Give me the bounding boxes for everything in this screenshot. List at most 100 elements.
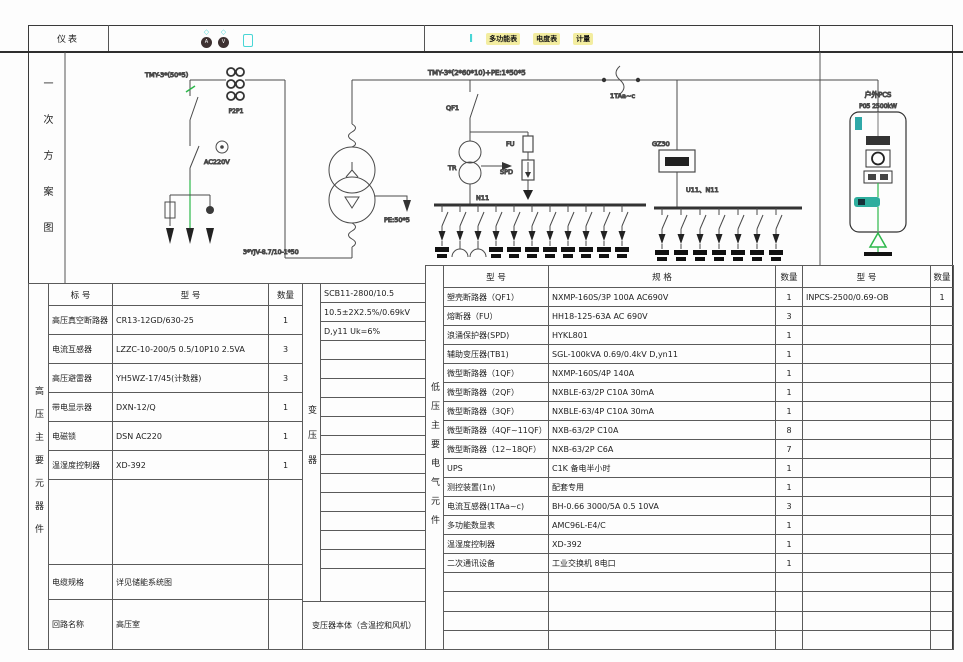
qty-cell: 7 xyxy=(775,439,803,459)
component-name-cell: 高压避雷器 xyxy=(48,363,113,393)
empty-cell xyxy=(802,496,931,516)
empty-cell xyxy=(443,591,549,612)
arrow-right xyxy=(502,162,512,170)
scheme-title-text: 一次方案图 xyxy=(41,77,52,258)
delta-mark xyxy=(344,196,360,209)
qty-cell: 3 xyxy=(775,496,803,516)
model-cell: LZZC-10-200/5 0.5/10P10 2.5VA xyxy=(112,334,269,364)
pcs-module-2 xyxy=(865,149,891,168)
empty-cell xyxy=(930,553,954,573)
lv-ct-label: 1TAa~c xyxy=(610,92,635,100)
component-name-cell: 浪涌保护器(SPD) xyxy=(443,325,549,345)
empty-cell xyxy=(930,363,954,383)
meter-row-label: 仪表 xyxy=(28,25,109,52)
empty-cell xyxy=(320,359,426,379)
empty-cell xyxy=(320,378,426,398)
empty-cell xyxy=(930,610,954,631)
wye-mark xyxy=(345,162,359,178)
empty-cell xyxy=(930,382,954,402)
component-name-cell: 微型断路器（1QF） xyxy=(443,363,549,383)
qty-cell: 1 xyxy=(775,382,803,402)
empty-cell xyxy=(320,454,426,474)
empty-row xyxy=(303,416,426,436)
tx-circuit-name: 变压器本体（含温控和风机） xyxy=(302,601,426,650)
tx-model-cell: SCB11-2800/10.5 xyxy=(320,283,426,303)
empty-cell xyxy=(802,553,931,573)
table-row: 变压器 SCB11-2800/10.5 xyxy=(302,283,426,602)
ground-arrow xyxy=(523,190,533,200)
qty-cell: 1 xyxy=(775,515,803,535)
empty-cell xyxy=(320,397,426,417)
transformer-table: 变压器 SCB11-2800/10.5 10.5±2X2.5%/0.69kV D… xyxy=(302,283,426,650)
component-name-cell: 电磁锁 xyxy=(48,421,113,451)
component-name-cell: 电流互感器(1TAa~c) xyxy=(443,496,549,516)
lv-busbar-label: TMY-3*(2*60*10)+PE:1*50*5 xyxy=(427,69,526,77)
empty-cell xyxy=(802,401,931,421)
component-name-cell: 微型断路器（4QF~11QF） xyxy=(443,420,549,440)
empty-cell xyxy=(820,25,953,52)
spec-cell: NXBLE-63/2P C10A 30mA xyxy=(548,382,776,402)
lock-voltage-label: AC220V xyxy=(204,158,230,166)
empty-cell xyxy=(930,591,954,612)
meter-frame-icon xyxy=(243,34,253,47)
qty-cell: 3 xyxy=(775,306,803,326)
table-row: D,y11 Uk=6% xyxy=(303,321,426,341)
empty-row xyxy=(303,473,426,493)
bus1-feeders xyxy=(434,204,630,259)
interlock-mark xyxy=(185,85,196,93)
hv-circuit: TMY-3*(50*5) P2P1 AC220V xyxy=(144,67,352,259)
tr-symbol xyxy=(458,140,482,164)
empty-cell xyxy=(320,511,426,531)
one-line-diagram: TMY-3*(50*5) P2P1 AC220V xyxy=(64,52,907,283)
empty-cell xyxy=(48,479,113,565)
pcs-arrow xyxy=(868,231,888,248)
table-header-row: 高压主要元器件 标 号 型 号 数量 xyxy=(28,283,303,650)
empty-row xyxy=(426,629,954,651)
empty-cell xyxy=(930,458,954,478)
empty-row xyxy=(303,549,426,569)
col-header: 数量 xyxy=(268,283,303,306)
empty-cell xyxy=(548,610,776,631)
empty-cell xyxy=(112,479,269,565)
hv-busbar-label: TMY-3*(50*5) xyxy=(144,71,188,79)
meter-tag: 电度表 xyxy=(533,32,561,45)
fu-label: FU xyxy=(506,140,515,148)
qty-cell: 1 xyxy=(775,287,803,307)
empty-cell xyxy=(802,420,931,440)
meter-tag: 计量 xyxy=(573,32,594,45)
empty-cell xyxy=(802,439,931,459)
empty-cell xyxy=(320,549,426,569)
tx-side-label: 变压器 xyxy=(302,283,321,602)
circuit-name-value: 高压室 xyxy=(112,599,269,650)
col-header: 标 号 xyxy=(48,283,113,306)
empty-cell xyxy=(930,344,954,364)
spec-cell: NXB-63/2P C6A xyxy=(548,439,776,459)
empty-cell xyxy=(320,530,426,550)
meter-icon-1: ◇A xyxy=(201,29,212,48)
spec-cell: XD-392 xyxy=(548,534,776,554)
col-header: 数量 xyxy=(775,265,803,288)
empty-cell xyxy=(548,591,776,612)
empty-cell xyxy=(802,477,931,497)
model-cell: DSN AC220 xyxy=(112,421,269,451)
spec-cell: NXB-63/2P C10A xyxy=(548,420,776,440)
meter-row: 仪表 ◇A ◇V I 多功能表 电度表 计量 xyxy=(28,25,953,52)
empty-cell xyxy=(268,599,303,650)
component-name-cell: 微型断路器（2QF） xyxy=(443,382,549,402)
lv-main-circuit: TMY-3*(2*60*10)+PE:1*50*5 1TAa~c QF1 TR … xyxy=(352,65,878,210)
component-name-cell: 电流互感器 xyxy=(48,334,113,364)
qty-cell: 1 xyxy=(775,363,803,383)
empty-row xyxy=(303,511,426,531)
col-header: 型 号 xyxy=(112,283,269,306)
component-name-cell: 塑壳断路器（QF1） xyxy=(443,287,549,307)
component-name-cell: 多功能数显表 xyxy=(443,515,549,535)
row-label: 回路名称 xyxy=(48,599,113,650)
